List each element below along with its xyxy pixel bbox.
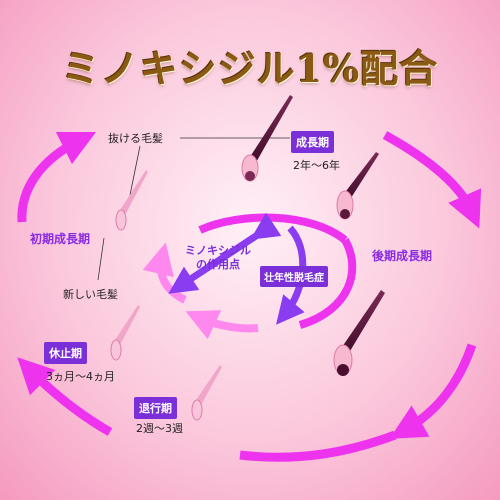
cycle-arrow-telogen [17, 357, 113, 436]
inner-cycle-arrow-left [142, 242, 187, 304]
inner-cycle-arrow-bottom [185, 310, 259, 340]
hair-follicle-anagen [241, 95, 293, 182]
hair-follicle-catagen-small [191, 365, 222, 421]
hair-follicle-falling [115, 170, 148, 231]
badge-telogen: 休止期 [44, 342, 87, 364]
inner-cycle-arrow-right [298, 238, 357, 329]
leader-new-hair [97, 237, 105, 281]
label-falling-hair: 抜ける毛髪 [108, 132, 163, 145]
inner-cycle-arrow-top [198, 213, 348, 244]
action-arrow-minoxidil [168, 212, 282, 294]
label-early-anagen: 初期成長期 [30, 232, 91, 246]
minoxidil-action-point-line2: の作用点 [196, 258, 240, 271]
minoxidil-action-point: ミノキシジル の作用点 [185, 244, 251, 272]
cycle-arrow-early-anagen [17, 131, 97, 223]
duration-catagen: 2週～3週 [136, 422, 183, 435]
page-title: ミノキシジル1%配合 [61, 46, 439, 91]
minoxidil-action-point-line1: ミノキシジル [185, 244, 251, 257]
leader-falling-hair [129, 145, 141, 196]
hair-follicle-telogen [110, 305, 140, 361]
cycle-arrow-late-anagen-bottom [389, 343, 477, 439]
hair-follicle-catagen [333, 290, 385, 376]
duration-telogen: 3ヵ月～4ヵ月 [46, 370, 115, 383]
aga-badge: 壮年性脱毛症 [260, 266, 328, 287]
label-new-hair: 新しい毛髪 [63, 288, 118, 301]
hair-follicle-late-anagen [336, 152, 379, 220]
badge-anagen: 成長期 [291, 131, 334, 153]
cycle-arrow-catagen-bottom [239, 430, 397, 462]
cycle-arrow-late-anagen [382, 131, 482, 229]
label-late-anagen: 後期成長期 [372, 249, 433, 263]
badge-catagen: 退行期 [134, 397, 177, 419]
duration-anagen: 2年～6年 [293, 159, 340, 172]
